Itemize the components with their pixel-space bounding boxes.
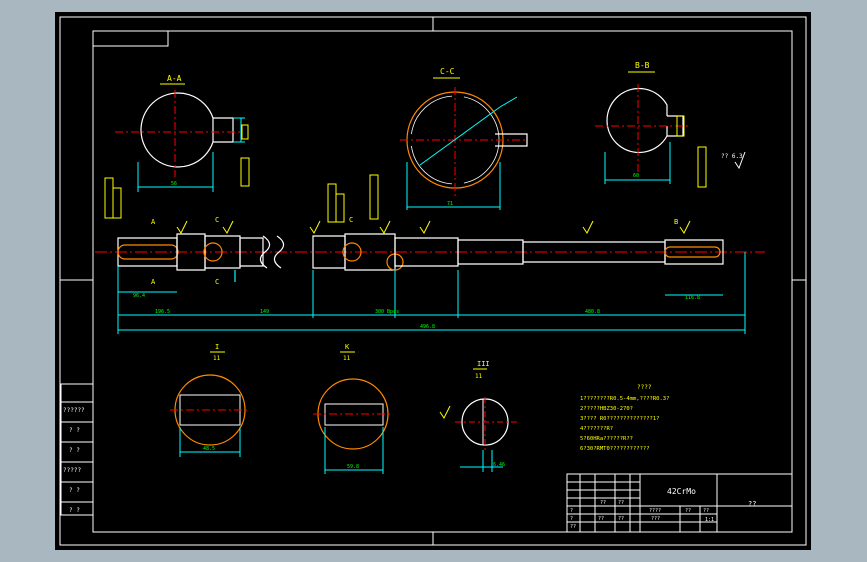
dimension: 196.5 [155,309,170,315]
left-strip-row: ? ? [69,507,80,514]
section-scale: 11 [343,355,351,362]
dimension: 56 [171,181,177,187]
section-iii: III 11 6.46 [439,360,517,472]
view-marker: A [151,278,156,286]
roughness-note: ?? 6.3 [721,153,743,160]
cad-canvas[interactable]: ?????? ? ? ? ? ????? ? ? ? ? A-A 56 C-C [55,12,811,550]
title-cell: ? [570,508,573,514]
dimension: 300 Bpcs [375,309,399,315]
section-scale: 11 [475,373,483,380]
title-cell: ???? [649,508,661,514]
section-scale: 11 [213,355,221,362]
section-i: I 11 48.5 [170,343,250,457]
left-info-strip: ?????? ? ? ? ? ????? ? ? ? ? [60,383,94,516]
tech-req-line: 5?60HRa??????R?? [580,436,633,442]
section-label: III [477,360,490,368]
left-strip-row: ?????? [63,407,85,414]
main-shaft [95,233,765,282]
section-c-c: C-C 71 [400,67,528,210]
title-cell: ?? [685,508,691,514]
tech-req-title: ???? [637,384,652,391]
dimension: 96.4 [133,293,145,299]
tech-req-line: 3???? R0??????????????1? [580,416,659,422]
dimension: 496.8 [420,324,435,330]
dimension: 6.46 [493,462,505,468]
section-label: A-A [167,74,182,83]
title-cell: ??? [651,516,660,522]
view-marker: B [674,218,678,226]
view-marker: C [215,216,219,224]
dimension: 149 [260,309,269,315]
tech-req-line: 1????????R0.5-4mm,????R0.3? [580,396,669,402]
section-label: C-C [440,67,455,76]
section-label: I [215,343,219,351]
drawing-number: ?? [748,500,756,508]
title-cell: ? [570,516,573,522]
title-cell: ?? [598,516,604,522]
section-k: K 11 59.8 [313,343,393,474]
title-cell: ?? [618,516,624,522]
title-cell: ?? [703,508,709,514]
left-strip-row: ? ? [69,447,80,454]
section-label: K [345,343,350,351]
view-markers: A A C C C B [151,216,678,286]
view-marker: A [151,218,156,226]
section-a-a: A-A 56 [115,74,250,192]
view-marker: C [215,278,219,286]
dimensions [117,252,746,334]
material-label: 42CrMo [667,487,696,496]
left-strip-row: ? ? [69,487,80,494]
dimension: 480.8 [585,309,600,315]
left-strip-row: ? ? [69,427,80,434]
section-b-b: B-B 60 [595,61,690,184]
tech-req-line: 6?30?RMT0???????????? [580,446,650,452]
section-label: B-B [635,61,650,70]
title-cell: ?? [570,524,576,530]
dimension: 59.8 [347,464,359,470]
title-cell: ?? [600,500,606,506]
title-cell: ?? [618,500,624,506]
shaft-drawing: ?????? ? ? ? ? ????? ? ? ? ? A-A 56 C-C [59,16,807,546]
tech-req-line: 2?????HBZ30-270? [580,406,633,412]
dimension: 60 [633,173,639,179]
dimension: 48.5 [203,446,215,452]
title-cell: 1:1 [705,517,714,523]
title-block [566,473,793,533]
dimension: 71 [447,201,453,207]
outer-frame [59,16,807,546]
inner-frame [92,30,793,533]
left-strip-row: ????? [63,467,81,474]
view-marker: C [349,216,353,224]
dimension: 116.8 [685,295,700,301]
tolerance-frames [104,146,707,223]
tech-req-line: 4???????R? [580,426,613,432]
corner-box [92,30,169,47]
tech-requirements: ???? 1????????R0.5-4mm,????R0.3? 2?????H… [580,384,669,452]
